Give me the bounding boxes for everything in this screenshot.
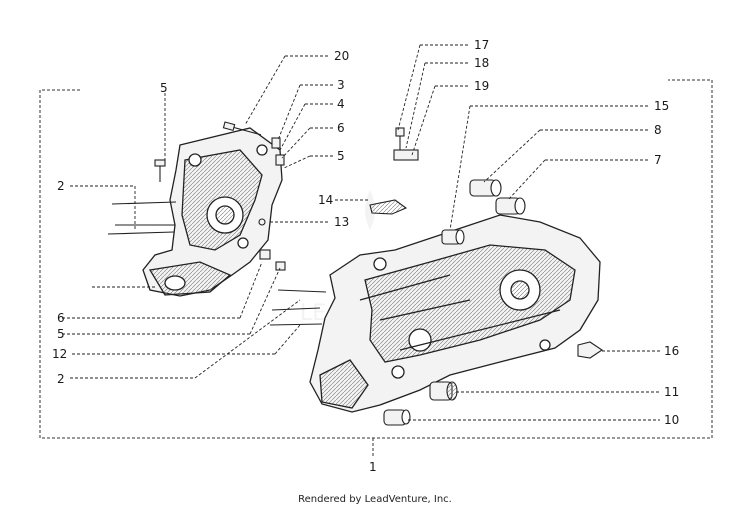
bushing-7 — [495, 197, 526, 215]
callout-15: 15 — [654, 99, 669, 113]
bolt-20 — [222, 121, 262, 136]
callout-16: 16 — [664, 344, 679, 358]
callout-2-upper: 2 — [57, 179, 65, 193]
callout-7: 7 — [654, 153, 662, 167]
callout-4: 4 — [337, 97, 345, 111]
bearing-15 — [441, 229, 465, 245]
callout-10: 10 — [664, 413, 679, 427]
callout-5-left: 5 — [57, 327, 65, 341]
callout-8: 8 — [654, 123, 662, 137]
callout-14: 14 — [318, 193, 333, 207]
bracket-14 — [369, 199, 408, 215]
screw-17-18-19 — [393, 127, 419, 161]
bushing-10 — [383, 409, 411, 426]
bolt-5-top — [154, 159, 166, 182]
small-parts — [107, 121, 603, 426]
callout-19: 19 — [474, 79, 489, 93]
callout-11: 11 — [664, 385, 679, 399]
plug-16 — [577, 341, 603, 359]
callout-17: 17 — [474, 38, 489, 52]
bearing-8 — [469, 179, 502, 197]
bearing-11 — [429, 381, 458, 401]
callout-labels: 1 2 2 3 4 5 5 5 6 6 7 8 10 11 12 13 14 1… — [52, 38, 679, 474]
leader-lines — [62, 44, 660, 421]
callout-6-right: 6 — [337, 121, 345, 135]
callout-18: 18 — [474, 56, 489, 70]
callout-2-lower: 2 — [57, 372, 65, 386]
callout-3: 3 — [337, 78, 345, 92]
callout-12: 12 — [52, 347, 67, 361]
dowel-pins — [259, 137, 286, 271]
callout-6-left: 6 — [57, 311, 65, 325]
callout-20: 20 — [334, 49, 349, 63]
assembly-frame — [39, 79, 713, 458]
callout-5-top: 5 — [160, 81, 168, 95]
studs-2-upper — [107, 201, 177, 235]
callout-1: 1 — [369, 460, 377, 474]
render-credit: Rendered by LeadVenture, Inc. — [298, 494, 452, 505]
callout-5-right: 5 — [337, 149, 345, 163]
left-crankcase-half — [142, 127, 283, 297]
main-crankcase-half — [309, 214, 601, 413]
callout-13: 13 — [334, 215, 349, 229]
washer-13 — [258, 218, 266, 226]
studs-2-lower — [269, 289, 327, 326]
